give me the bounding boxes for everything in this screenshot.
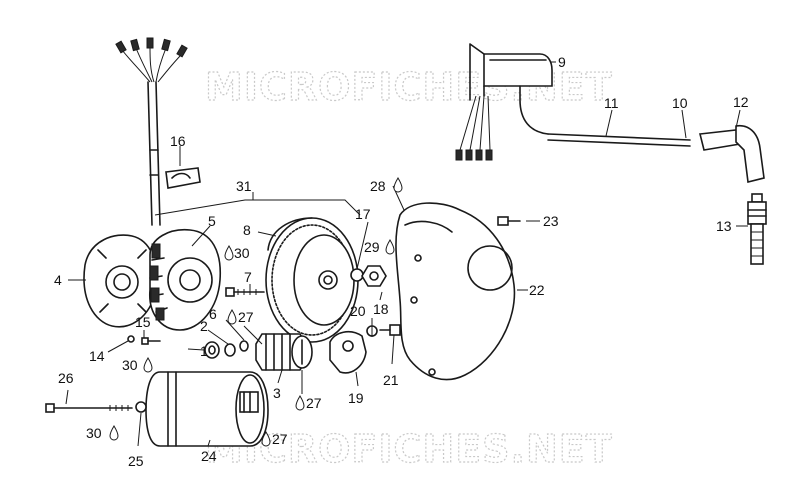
starter-motor	[145, 371, 269, 447]
oil-drop-icon	[261, 431, 271, 447]
oil-drop-icon	[109, 425, 119, 441]
part-label-16: 16	[170, 133, 186, 149]
spacer-1	[204, 341, 220, 359]
part-label-4: 4	[54, 272, 62, 288]
nut-18	[361, 265, 387, 287]
part-label-10: 10	[672, 95, 688, 111]
part-label-3: 3	[273, 385, 281, 401]
washer-2	[224, 343, 236, 357]
part-label-31: 31	[236, 178, 252, 194]
part-label-15: 15	[135, 314, 151, 330]
part-label-12: 12	[733, 94, 749, 110]
screw-23	[497, 216, 521, 226]
part-label-6: 6	[209, 306, 217, 322]
screw-21	[379, 324, 401, 336]
part-label-2: 2	[200, 318, 208, 334]
long-screw-26	[45, 403, 133, 413]
part-number-labels: 1 2 3 4 5 6 7 8 9 10 11 12 13 14 15 16 1…	[54, 54, 749, 469]
oil-drop-icon	[224, 245, 234, 261]
part-label-30c: 30	[86, 425, 102, 441]
stator-base-plate	[83, 234, 158, 328]
part-label-18: 18	[373, 301, 389, 317]
washer-17	[350, 268, 364, 282]
oil-drop-icon	[393, 177, 403, 193]
part-label-8: 8	[243, 222, 251, 238]
part-label-28: 28	[370, 178, 386, 194]
screw-7	[225, 287, 265, 297]
part-label-7: 7	[244, 269, 252, 285]
part-label-19: 19	[348, 390, 364, 406]
washer-6	[239, 340, 249, 352]
part-label-30b: 30	[122, 357, 138, 373]
stator-coil	[149, 229, 222, 331]
oil-drop-icon	[295, 395, 305, 411]
part-label-27b: 27	[306, 395, 322, 411]
bracket-19	[329, 330, 367, 374]
oil-drop-icon	[385, 239, 395, 255]
ht-lead	[547, 133, 691, 147]
watermark-bottom: MICROFICHES.NET	[205, 427, 613, 471]
part-label-26: 26	[58, 370, 74, 386]
part-label-21: 21	[383, 372, 399, 388]
part-label-20: 20	[350, 303, 366, 319]
part-label-13: 13	[716, 218, 732, 234]
washer-14	[127, 335, 135, 343]
part-label-27c: 27	[272, 431, 288, 447]
wiring-harness	[115, 37, 188, 226]
screw-15	[141, 337, 161, 345]
part-label-23: 23	[543, 213, 559, 229]
part-label-30a: 30	[234, 245, 250, 261]
part-label-17: 17	[355, 206, 371, 222]
part-label-27a: 27	[238, 309, 254, 325]
flywheel	[265, 217, 359, 343]
leader-lines	[65, 61, 748, 447]
ignition-coil	[455, 43, 553, 161]
washer-25	[135, 401, 147, 413]
spark-plug	[747, 193, 767, 265]
part-label-5: 5	[208, 213, 216, 229]
part-label-1: 1	[200, 343, 208, 359]
part-label-9: 9	[558, 54, 566, 70]
oil-drop-icon	[143, 357, 153, 373]
part-label-14: 14	[89, 348, 105, 364]
part-label-25: 25	[128, 453, 144, 469]
part-label-22: 22	[529, 282, 545, 298]
part-label-29: 29	[364, 239, 380, 255]
part-label-11: 11	[604, 95, 619, 111]
group-bracket	[154, 199, 361, 216]
spark-plug-cap	[699, 124, 765, 183]
part-label-24: 24	[201, 448, 217, 464]
cable-clip	[165, 167, 201, 189]
engine-side-cover	[395, 202, 516, 381]
starter-gear	[255, 333, 313, 371]
oil-drop-icon	[227, 309, 237, 325]
